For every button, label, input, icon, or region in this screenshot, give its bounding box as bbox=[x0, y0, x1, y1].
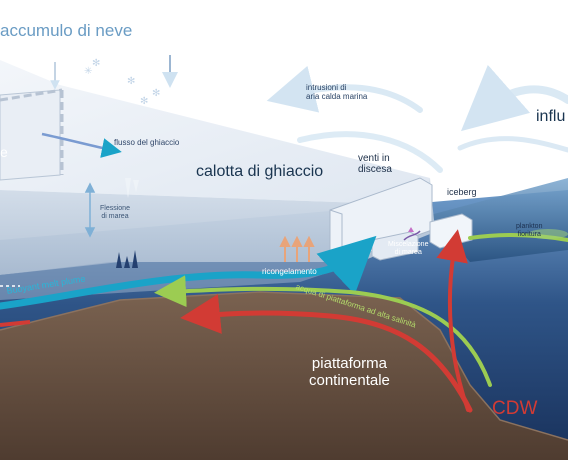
warm-air-arrow-2 bbox=[297, 131, 443, 173]
svg-text:✻: ✻ bbox=[127, 76, 135, 87]
ice-cap-top bbox=[0, 60, 430, 205]
icicles bbox=[125, 178, 139, 198]
cdw-arrow-left bbox=[0, 320, 31, 327]
label-continental-shelf: piattaforma continentale bbox=[309, 355, 390, 389]
label-snow-accumulation: accumulo di neve bbox=[0, 21, 133, 40]
label-left-edge: e bbox=[0, 144, 8, 160]
hssw-arrow bbox=[154, 275, 492, 387]
bedrock-peaks bbox=[116, 250, 138, 268]
tidal-flexure-arrow bbox=[84, 182, 96, 238]
hssw-surface-arrow bbox=[468, 232, 568, 242]
continental-shelf bbox=[0, 292, 568, 460]
label-refreezing: ricongelamento bbox=[262, 267, 317, 276]
warm-air-arrow bbox=[266, 65, 423, 113]
tidal-mixing-icon bbox=[408, 227, 414, 232]
ice-flow-arrow bbox=[41, 132, 122, 158]
refreeze-arrows bbox=[279, 235, 315, 262]
influx-arrow-2 bbox=[457, 136, 568, 153]
dashed-top-edge bbox=[0, 88, 63, 102]
svg-text:✻: ✻ bbox=[92, 58, 100, 69]
label-influx: influ bbox=[536, 108, 566, 125]
label-ice-flow: flusso del ghiaccio bbox=[114, 138, 180, 147]
label-katabatic-winds: venti in discesa bbox=[358, 153, 392, 175]
svg-text:✳: ✳ bbox=[84, 66, 92, 77]
grounded-ice-block bbox=[0, 89, 61, 181]
label-tidal-mixing: Miscelazione di marea bbox=[388, 241, 429, 256]
label-ice-cap: calotta di ghiaccio bbox=[196, 163, 324, 180]
plankton-bloom bbox=[528, 229, 568, 239]
label-cdw: CDW bbox=[492, 398, 538, 419]
svg-text:✻: ✻ bbox=[140, 96, 148, 107]
melt-plume-arrow bbox=[0, 235, 377, 310]
svg-text:✻: ✻ bbox=[152, 88, 160, 99]
cdw-arrow-inflow bbox=[180, 294, 473, 413]
label-plankton: plankton fioritura bbox=[516, 223, 543, 238]
label-iceberg: iceberg bbox=[447, 187, 477, 197]
influx-arrow bbox=[460, 64, 568, 132]
label-tidal-flexure: Flessione di marea bbox=[100, 205, 130, 220]
label-warm-air: intrusioni di aria calda marina bbox=[306, 83, 368, 101]
snowflake-icon: ✻ ✻ ✻ ✻ ✳ bbox=[84, 58, 160, 107]
